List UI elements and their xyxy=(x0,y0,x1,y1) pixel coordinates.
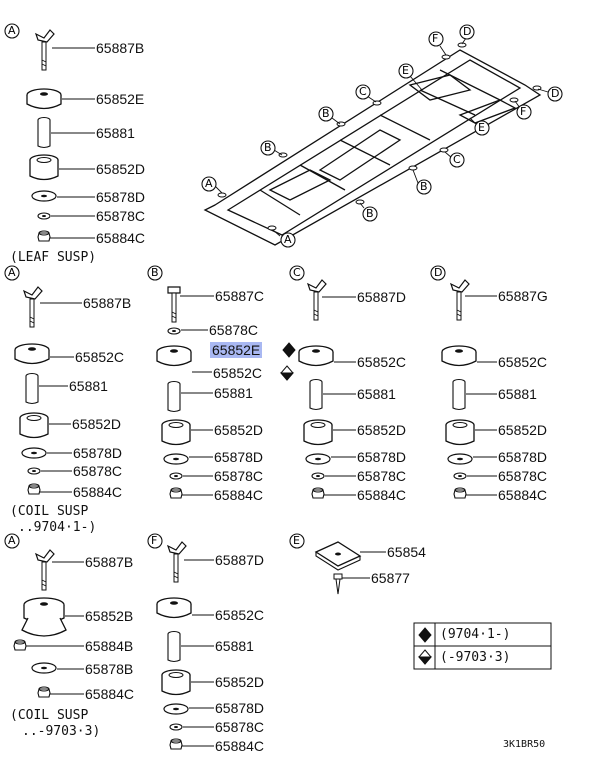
legend-box xyxy=(413,622,552,670)
part-number[interactable]: 65884C xyxy=(215,738,265,754)
frame-callout-letter: E xyxy=(402,64,409,77)
part-number[interactable]: 65878D xyxy=(214,449,264,465)
frame-callout-letter: C xyxy=(359,85,367,98)
frame-callout-letter: F xyxy=(520,105,527,118)
frame-callout-letter: C xyxy=(453,153,461,166)
section-caption: ..-9703·3) xyxy=(22,724,101,739)
part-number[interactable]: 65881 xyxy=(96,125,135,141)
diagram-code: 3K1BR50 xyxy=(503,739,546,750)
part-number[interactable]: 65887B xyxy=(85,554,134,570)
section-caption: (LEAF SUSP) xyxy=(10,250,97,265)
frame-mount-pegs xyxy=(217,42,542,231)
part-number[interactable]: 65878C xyxy=(215,719,265,735)
part-number[interactable]: 65852C xyxy=(498,354,548,370)
part-number[interactable]: 65878D xyxy=(96,189,146,205)
part-number[interactable]: 65884C xyxy=(73,484,123,500)
frame-callout-letter: B xyxy=(420,180,428,193)
frame-callout-letter: E xyxy=(478,121,485,134)
part-number[interactable]: 65878C xyxy=(209,322,259,338)
part-number[interactable]: 65852C xyxy=(357,354,407,370)
filled-diamond-marks xyxy=(282,342,432,643)
part-number[interactable]: 65884C xyxy=(85,686,135,702)
part-number[interactable]: 65854 xyxy=(387,544,426,560)
callout-letter: E xyxy=(293,534,300,547)
part-number[interactable]: 65881 xyxy=(214,385,253,401)
frame-callout-letter: A xyxy=(205,177,213,190)
part-number[interactable]: 65887D xyxy=(357,289,407,305)
plate-part xyxy=(314,541,362,571)
frame-callout-letter: B xyxy=(366,207,374,220)
callout-letter: D xyxy=(434,266,443,279)
part-number[interactable]: 65881 xyxy=(69,378,108,394)
part-number[interactable]: 65852C xyxy=(75,349,125,365)
half-diamond-marks xyxy=(279,365,433,665)
part-number[interactable]: 65852D xyxy=(215,674,265,690)
part-number[interactable]: 65852D xyxy=(96,161,146,177)
legend-half-diamond-text: (-9703·3) xyxy=(440,650,511,665)
part-number[interactable]: 65878D xyxy=(73,445,123,461)
part-number[interactable]: 65887G xyxy=(498,288,548,304)
screw-part xyxy=(333,573,343,595)
frame-callout-letter: D xyxy=(551,87,560,100)
part-number[interactable]: 65852D xyxy=(72,416,122,432)
callout-letter: A xyxy=(8,266,16,279)
part-number[interactable]: 65881 xyxy=(215,638,254,654)
part-number[interactable]: 65852B xyxy=(85,608,134,624)
part-number[interactable]: 65887B xyxy=(96,40,145,56)
frame-callout-letter: A xyxy=(284,233,292,246)
part-number[interactable]: 65878C xyxy=(498,468,548,484)
part-number[interactable]: 65887C xyxy=(215,288,265,304)
part-number[interactable]: 65887B xyxy=(83,295,132,311)
section-caption: (COIL SUSP xyxy=(10,504,89,519)
part-number[interactable]: 65877 xyxy=(371,570,410,586)
part-number[interactable]: 65887D xyxy=(215,552,265,568)
callout-letter: F xyxy=(151,534,158,547)
part-number[interactable]: 65878D xyxy=(357,449,407,465)
part-number[interactable]: 65878B xyxy=(85,661,134,677)
part-number[interactable]: 65878C xyxy=(214,468,264,484)
callout-letter: A xyxy=(8,24,16,37)
section-caption: ..9704·1-) xyxy=(18,520,97,535)
part-number[interactable]: 65852C xyxy=(215,607,265,623)
frame-callout-letter: B xyxy=(264,141,272,154)
part-number[interactable]: 65881 xyxy=(498,386,537,402)
part-number[interactable]: 65878C xyxy=(357,468,407,484)
part-number[interactable]: 65878D xyxy=(498,449,548,465)
callout-letter: C xyxy=(293,266,301,279)
frame-callout-letter: D xyxy=(463,25,472,38)
part-number[interactable]: 65878D xyxy=(215,700,265,716)
part-number[interactable]: 65852D xyxy=(357,422,407,438)
legend-filled-diamond-text: (9704·1-) xyxy=(440,627,511,642)
part-number[interactable]: 65852E xyxy=(96,91,145,107)
part-number[interactable]: 65884C xyxy=(357,487,407,503)
part-number[interactable]: 65884B xyxy=(85,638,134,654)
chassis-frame xyxy=(203,49,542,246)
part-number[interactable]: 65884C xyxy=(498,487,548,503)
part-number-highlighted[interactable]: 65852E xyxy=(210,342,263,358)
part-number[interactable]: 65852D xyxy=(214,422,264,438)
callout-letter: A xyxy=(8,534,16,547)
part-number[interactable]: 65852C xyxy=(213,365,263,381)
part-number[interactable]: 65884C xyxy=(96,230,146,246)
callout-letter: B xyxy=(151,266,159,279)
part-number[interactable]: 65884C xyxy=(214,487,264,503)
part-number[interactable]: 65881 xyxy=(357,386,396,402)
part-number[interactable]: 65852D xyxy=(498,422,548,438)
frame-callout-letter: B xyxy=(322,107,330,120)
part-number[interactable]: 65878C xyxy=(73,463,123,479)
section-caption: (COIL SUSP xyxy=(10,708,89,723)
frame-callout-letter: F xyxy=(432,32,439,45)
mount-assembly xyxy=(21,597,67,637)
part-number[interactable]: 65878C xyxy=(96,208,146,224)
